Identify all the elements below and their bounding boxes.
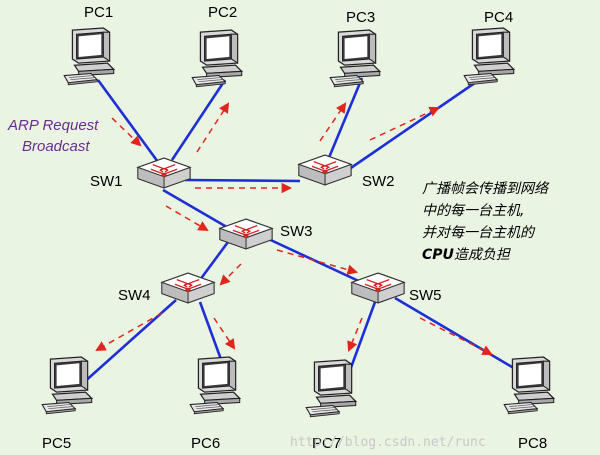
- sw3-label: SW3: [280, 223, 313, 240]
- pc8-label: PC8: [518, 435, 547, 452]
- arrow-sw1-to-sw3: [165, 205, 209, 232]
- pc1-label: PC1: [84, 4, 113, 21]
- watermark: http://blog.csdn.net/runc: [290, 435, 486, 450]
- arrow-sw5-to-pc8: [419, 317, 493, 355]
- link-pc2-sw1: [170, 79, 227, 161]
- link-pc3-sw2: [326, 77, 364, 161]
- switch-sw2-icon: [298, 154, 352, 186]
- note-line4-bold: CPU: [422, 247, 455, 263]
- pc4-computer-icon: [463, 27, 515, 86]
- pc5-label: PC5: [42, 435, 71, 452]
- arrow-sw2-to-pc3: [319, 102, 347, 142]
- pc5-computer-icon: [41, 356, 93, 415]
- pc7-label: PC7: [312, 435, 341, 452]
- arp-annotation-line2: Broadcast: [22, 138, 90, 155]
- pc4-label: PC4: [484, 9, 513, 26]
- note-line1: 广播帧会传播到网络: [422, 181, 550, 197]
- link-sw5-pc8: [394, 296, 535, 382]
- broadcast-arrows: [95, 102, 493, 355]
- note-line4: CPU造成负担: [422, 247, 512, 263]
- pc6-label: PC6: [191, 435, 220, 452]
- pc2-label: PC2: [208, 4, 237, 21]
- pc7-computer-icon: [305, 359, 357, 418]
- arrow-sw4-to-pc5: [95, 312, 163, 352]
- note-line4-rest: 造成负担: [454, 247, 512, 263]
- pc6-computer-icon: [189, 356, 241, 415]
- pc2-computer-icon: [191, 29, 243, 88]
- link-sw1-sw2: [184, 178, 301, 183]
- note-line3: 并对每一台主机的: [422, 225, 536, 241]
- pc3-label: PC3: [346, 9, 375, 26]
- arrow-sw2-to-pc4: [369, 106, 440, 141]
- arrow-sw3-to-sw4: [219, 263, 242, 286]
- link-sw4-pc5: [81, 299, 177, 385]
- arrow-sw4-to-pc6: [213, 317, 236, 350]
- sw5-label: SW5: [409, 287, 442, 304]
- sw4-label: SW4: [118, 287, 151, 304]
- pc1-computer-icon: [63, 27, 115, 86]
- arrow-sw1-to-pc2: [196, 102, 230, 153]
- arp-annotation-line1: ARP Request: [7, 117, 99, 134]
- link-pc1-sw1: [96, 79, 160, 163]
- note-line2: 中的每一台主机,: [422, 203, 524, 219]
- network-links: [81, 76, 535, 385]
- switch-sw1-icon: [137, 157, 191, 189]
- pc3-computer-icon: [329, 29, 381, 88]
- sw1-label: SW1: [90, 173, 123, 190]
- arrow-sw3-to-sw5: [276, 249, 359, 275]
- switch-sw4-icon: [161, 272, 215, 304]
- sw2-label: SW2: [362, 173, 395, 190]
- link-pc4-sw2: [344, 76, 483, 174]
- arrow-sw5-to-pc7: [347, 317, 363, 352]
